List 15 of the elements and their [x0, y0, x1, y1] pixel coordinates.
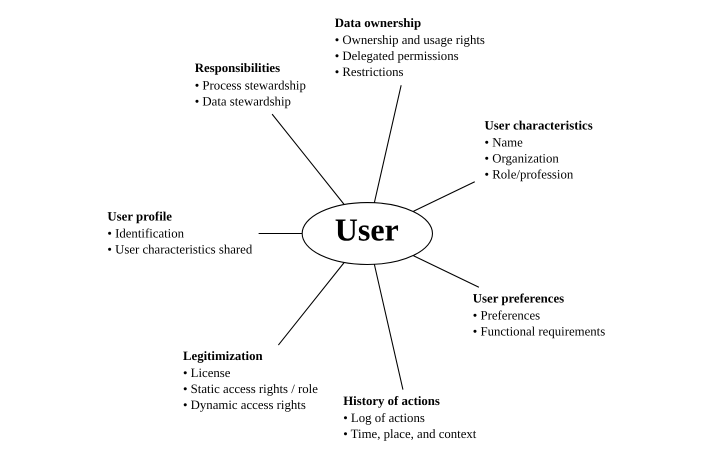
connector	[373, 85, 402, 203]
connector	[271, 114, 344, 205]
node-text: User characteristics • Name • Organization • Role/profession	[484, 118, 592, 182]
node-ellipse: User	[301, 202, 432, 266]
node-text: User preferences • Preferences • Functional requirements	[472, 291, 605, 339]
node-text: Legitimization • License • Static access rights / role • Dynamic access rights	[182, 348, 318, 412]
node-text: History of actions • Log of actions • Time, place, and context	[342, 394, 476, 442]
connector	[412, 181, 474, 212]
connector	[258, 232, 302, 234]
connector	[373, 264, 403, 390]
node-text: Responsibilities • Process stewardship • Data stewardship	[194, 61, 306, 108]
connector	[412, 255, 479, 288]
node-text: Data ownership • Ownership and usage rights • Delegated permissions • Restrictions	[334, 16, 484, 80]
connector	[277, 262, 344, 346]
node-text: User profile • Identification • User characteristics shared	[106, 209, 252, 256]
